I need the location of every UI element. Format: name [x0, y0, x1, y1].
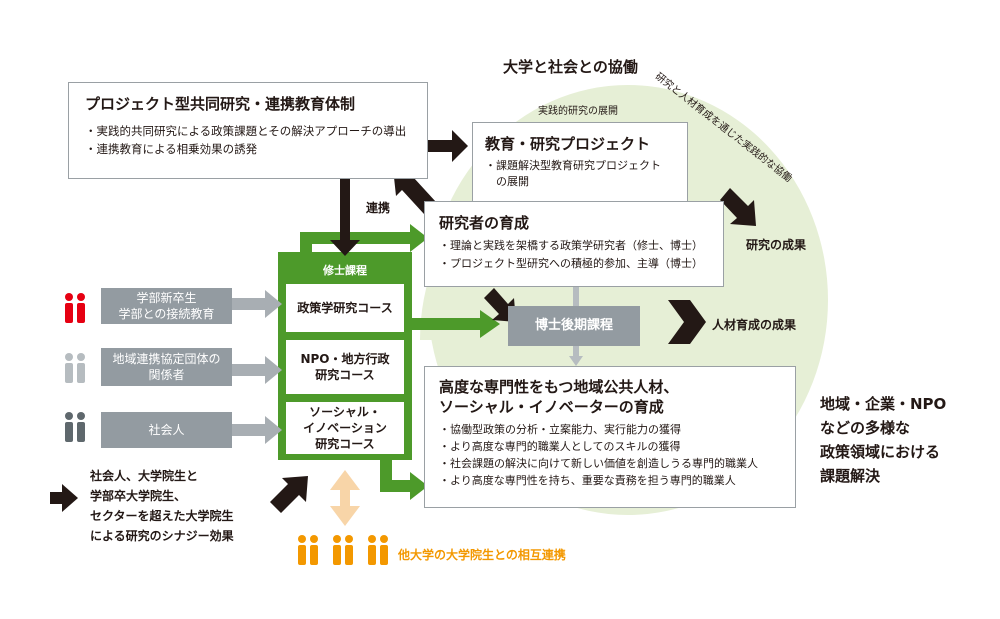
- other-univ-label: 他大学の大学院生との相互連携: [398, 548, 566, 562]
- project-system-box: プロジェクト型共同研究・連携教育体制 ・実践的共同研究による政策課題とその解決ア…: [68, 82, 428, 179]
- person-icon-darkgray: [65, 412, 85, 442]
- renkei-label: 連携: [366, 201, 391, 215]
- collab-title: 大学と社会との協働: [503, 58, 638, 76]
- input-regional: 地域連携協定団体の 関係者: [101, 348, 232, 386]
- synergy-to-master-arrow: [270, 476, 308, 513]
- researcher-title: 研究者の育成: [439, 214, 530, 232]
- project-system-bullet-2: ・連携教育による相乗効果の誘発: [85, 142, 258, 156]
- synergy-left-arrow: [50, 484, 78, 512]
- specialist-bullet-1: ・協働型政策の分析・立案能力、実行能力の獲得: [439, 423, 681, 436]
- research-result-label: 研究の成果: [746, 238, 807, 252]
- region-text: 地域・企業・NPO などの多様な 政策領域における 課題解決: [820, 395, 947, 485]
- doctoral-box: 博士後期課程: [508, 306, 640, 346]
- person-icon-lightgray: [65, 353, 85, 383]
- project-system-bullet-1: ・実践的共同研究による政策課題とその解決アプローチの導出: [85, 124, 407, 138]
- researcher-bullet-1: ・理論と実践を架橋する政策学研究者（修士、博士）: [439, 239, 703, 252]
- edu-project-box: 教育・研究プロジェクト ・課題解決型教育研究プロジェクト の展開: [472, 122, 688, 202]
- practical-research-label: 実践的研究の展開: [538, 106, 618, 117]
- specialist-title: 高度な専門性をもつ地域公共人材、 ソーシャル・イノベーターの育成: [439, 378, 679, 416]
- researcher-box: 研究者の育成 ・理論と実践を架橋する政策学研究者（修士、博士） ・プロジェクト型…: [424, 201, 724, 287]
- master-to-doctoral-arrow: [412, 310, 500, 338]
- person-icon-red: [65, 293, 85, 323]
- edu-project-bullet-2: の展開: [485, 175, 529, 188]
- edu-project-bullet-1: ・課題解決型教育研究プロジェクト: [485, 159, 661, 172]
- input-new-grad: 学部新卒生 学部との接続教育: [101, 288, 232, 324]
- hr-result-label: 人材育成の成果: [712, 318, 797, 332]
- specialist-bullet-2: ・より高度な専門的職業人としてのスキルの獲得: [439, 440, 681, 453]
- specialist-bullet-3: ・社会課題の解決に向けて新しい価値を創造しうる専門的職業人: [439, 457, 758, 470]
- project-system-title: プロジェクト型共同研究・連携教育体制: [85, 95, 356, 113]
- other-univ-arrow: [330, 470, 360, 526]
- synergy-text: 社会人、大学院生と 学部卒大学院生、 セクターを超えた大学院生 による研究のシナ…: [90, 469, 234, 543]
- input-arrow-3: [232, 416, 282, 444]
- person-icon-orange: [298, 535, 388, 565]
- input-worker: 社会人: [101, 412, 232, 448]
- specialist-bullet-4: ・より高度な専門性を持ち、重要な責務を担う専門的職業人: [439, 474, 736, 487]
- course-npo: NPO・地方行政 研究コース: [285, 339, 405, 395]
- input-arrow-2: [232, 356, 282, 384]
- master-title: 修士課程: [323, 264, 367, 277]
- course-policy: 政策学研究コース: [285, 283, 405, 333]
- project-to-edu-arrow: [428, 130, 468, 162]
- course-social: ソーシャル・ イノベーション 研究コース: [285, 401, 405, 455]
- edu-to-result-arrow: [720, 188, 756, 226]
- renkei-arrow: [330, 162, 360, 256]
- master-to-specialist-arrow: [380, 460, 428, 500]
- input-arrow-1: [232, 290, 282, 318]
- specialist-box: 高度な専門性をもつ地域公共人材、 ソーシャル・イノベーターの育成 ・協働型政策の…: [424, 366, 796, 508]
- master-to-researcher-arrow: [300, 224, 428, 252]
- doctoral-to-hr-arrow: [668, 300, 706, 344]
- edu-project-title: 教育・研究プロジェクト: [485, 135, 651, 153]
- researcher-bullet-2: ・プロジェクト型研究への積極的参加、主導（博士）: [439, 257, 703, 270]
